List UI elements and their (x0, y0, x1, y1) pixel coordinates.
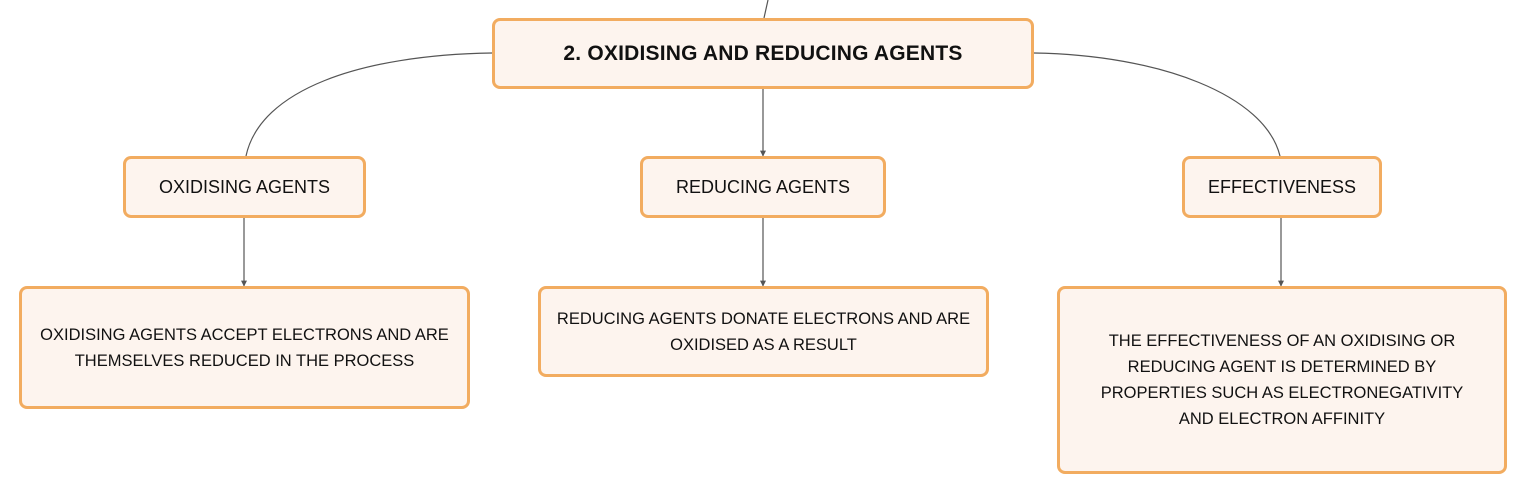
connector-root-effectiveness (1033, 52, 1281, 157)
branch-node-label: EFFECTIVENESS (1207, 176, 1357, 197)
detail-node-oxidising-agents[interactable]: OXIDISING AGENTS ACCEPT ELECTRONS AND AR… (19, 286, 470, 409)
connector-root-oxidising (245, 52, 493, 157)
branch-node-label: OXIDISING AGENTS (158, 176, 331, 197)
detail-node-text: OXIDISING AGENTS ACCEPT ELECTRONS AND AR… (40, 325, 449, 370)
branch-node-reducing-agents[interactable]: REDUCING AGENTS (640, 156, 886, 218)
detail-node-reducing-agents[interactable]: REDUCING AGENTS DONATE ELECTRONS AND ARE… (538, 286, 989, 377)
connector-parent (763, 0, 769, 19)
root-node[interactable]: 2. OXIDISING AND REDUCING AGENTS (492, 18, 1034, 89)
detail-node-effectiveness[interactable]: THE EFFECTIVENESS OF AN OXIDISING OR RED… (1057, 286, 1507, 474)
branch-node-oxidising-agents[interactable]: OXIDISING AGENTS (123, 156, 366, 218)
root-node-label: 2. OXIDISING AND REDUCING AGENTS (563, 41, 963, 65)
branch-node-effectiveness[interactable]: EFFECTIVENESS (1182, 156, 1382, 218)
detail-node-text: REDUCING AGENTS DONATE ELECTRONS AND ARE… (556, 309, 971, 354)
branch-node-label: REDUCING AGENTS (675, 176, 851, 197)
detail-node-text: THE EFFECTIVENESS OF AN OXIDISING OR RED… (1100, 332, 1464, 428)
